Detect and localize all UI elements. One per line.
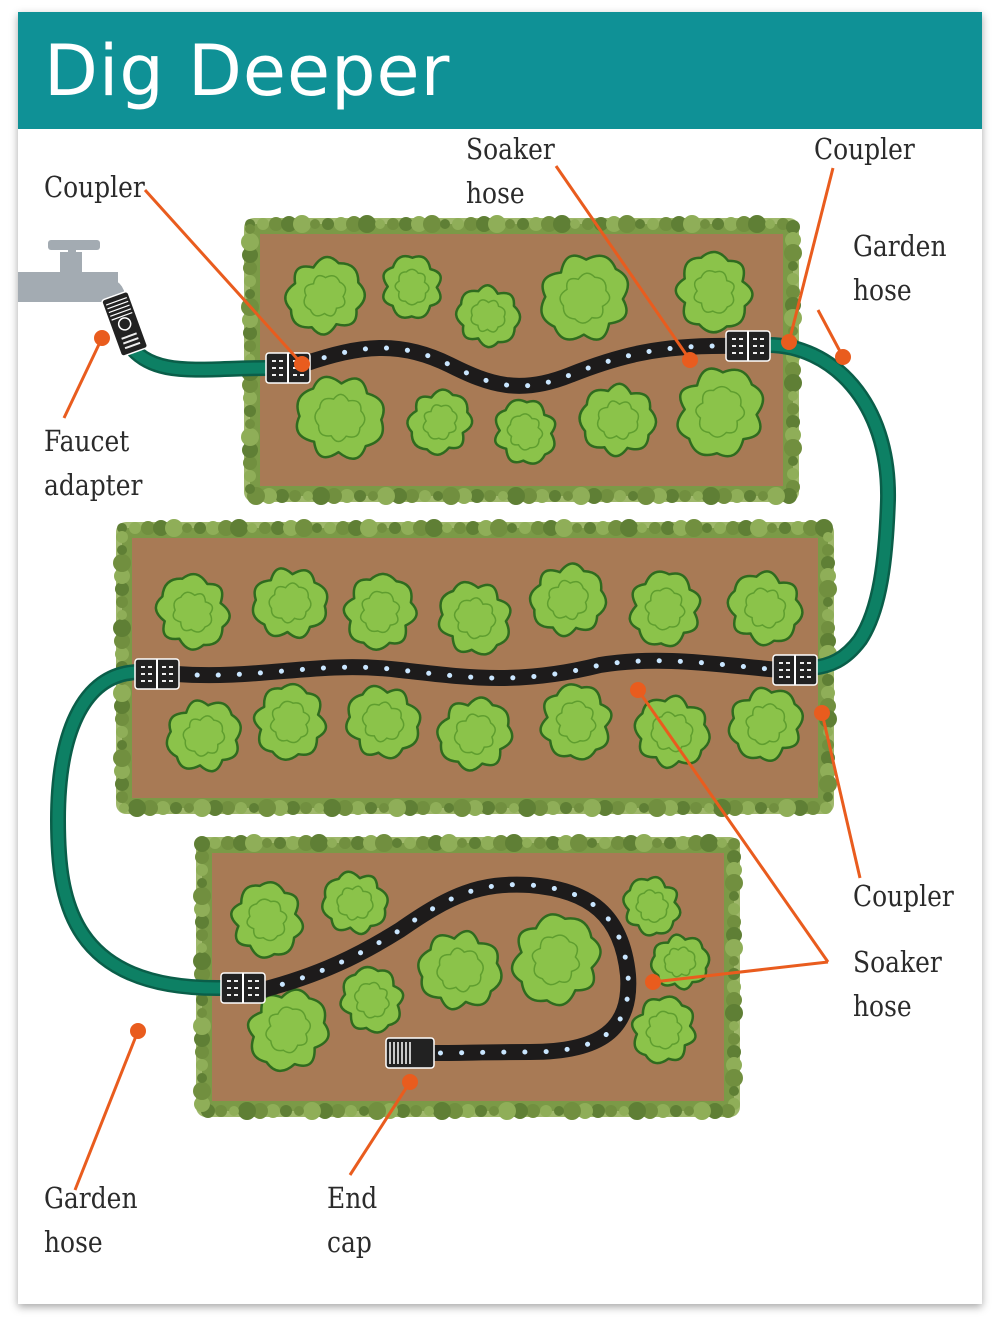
plant-icon: [230, 880, 305, 959]
garden-hose-3: [52, 666, 228, 994]
plant-icon: [539, 683, 613, 761]
callout-line: [554, 165, 692, 361]
plant-icon: [578, 382, 658, 458]
plant-icon: [622, 875, 682, 937]
plant-icon: [406, 388, 474, 456]
callout-dot: [814, 705, 830, 721]
plant-icon: [165, 699, 242, 773]
callouts: [62, 165, 862, 1191]
plant-icon: [154, 572, 231, 651]
plant-icon: [630, 995, 697, 1065]
coupler-icon: [725, 330, 771, 362]
coupler-icon: [772, 654, 818, 686]
plant-icon: [251, 567, 329, 640]
label-coupler-top-left: Coupler: [44, 170, 145, 204]
callout-line: [636, 689, 830, 963]
plant-icon: [382, 254, 442, 320]
callout-dot: [645, 974, 661, 990]
callout-line: [652, 960, 829, 984]
callout-dot: [402, 1074, 418, 1090]
plant-icon: [676, 367, 765, 458]
label-coupler-top-right: Coupler: [814, 132, 915, 166]
callout-line: [62, 337, 104, 419]
plant-icon: [540, 254, 630, 341]
plant-icon: [321, 870, 389, 936]
faucet-adapter-icon: [101, 290, 149, 357]
faucet-icon: [18, 240, 126, 304]
label-coupler-right: Coupler: [853, 879, 954, 913]
page-title: Dig Deeper: [44, 30, 451, 112]
plant-icon: [284, 255, 367, 336]
header-bar: Dig Deeper: [18, 12, 982, 129]
callout-line: [348, 1081, 412, 1176]
plant-icon: [342, 572, 418, 651]
plant-icon: [528, 562, 608, 638]
plant-icon: [674, 250, 754, 334]
callout-dot: [630, 682, 646, 698]
plant-icon: [649, 933, 711, 991]
plant-icon: [345, 684, 422, 760]
plant-icon: [727, 686, 804, 762]
plant-icon: [252, 682, 328, 761]
callout-dot: [835, 349, 851, 365]
callout-line: [143, 188, 304, 366]
plant-icon: [628, 570, 702, 648]
plant-icon: [246, 988, 330, 1073]
callout-line: [787, 167, 835, 343]
plant-icon: [726, 570, 804, 647]
callout-line: [816, 309, 845, 358]
callout-line: [73, 1030, 140, 1191]
callout-dot: [682, 352, 698, 368]
garden-hose-2: [762, 339, 894, 674]
plant-icon: [510, 913, 602, 1007]
coupler-icon: [220, 972, 266, 1004]
coupler-icon: [134, 658, 180, 690]
plant-icon: [493, 398, 557, 465]
plant-icon: [437, 580, 512, 656]
plant-icon: [295, 375, 385, 460]
callout-dot: [94, 330, 110, 346]
callout-dot: [781, 334, 797, 350]
fittings: [101, 290, 818, 1069]
callout-dot: [130, 1023, 146, 1039]
end-cap-icon: [385, 1037, 435, 1069]
plant-icon: [339, 965, 405, 1034]
plant-icon: [417, 929, 503, 1011]
plant-icon: [454, 284, 522, 349]
callout-dot: [294, 356, 310, 372]
plant-icon: [436, 696, 514, 772]
callout-line: [820, 712, 862, 879]
